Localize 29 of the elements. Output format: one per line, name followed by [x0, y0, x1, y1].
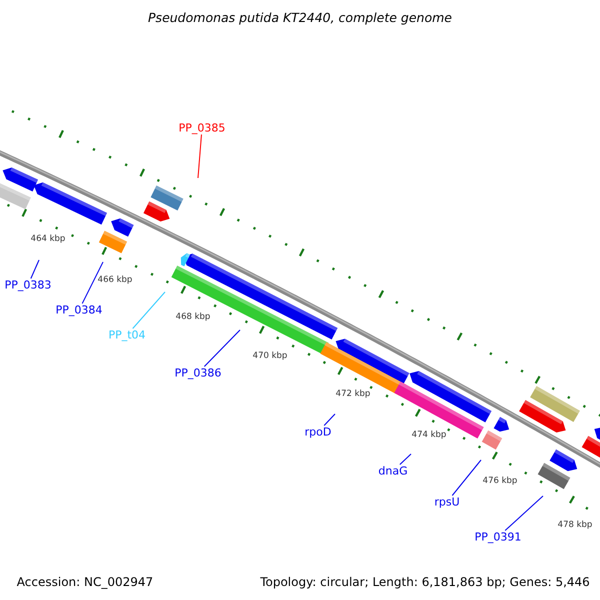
position-label: 464 kbp [30, 234, 66, 244]
genome-info: Topology: circular; Length: 6,181,863 bp; Genes: 5,446 [260, 576, 590, 588]
leader-line [132, 292, 166, 329]
position-label: 472 kbp [336, 390, 370, 398]
leader-line [452, 460, 482, 496]
leader-line [399, 454, 412, 465]
position-label: 468 kbp [176, 312, 210, 322]
gene-label: rpsU [434, 496, 460, 508]
title: Pseudomonas putida KT2440, complete genome [148, 12, 452, 24]
leader-line [30, 260, 40, 279]
gene-label: PP_t04 [108, 330, 146, 340]
gene-label: rpoD [304, 426, 332, 438]
position-label: 466 kbp [98, 276, 132, 284]
gene-label: PP_0385 [178, 122, 226, 134]
gene-label: PP_0383 [4, 280, 52, 290]
position-label: 476 kbp [482, 476, 518, 486]
position-label: 474 kbp [412, 430, 446, 440]
gene-label: PP_0391 [474, 532, 522, 542]
gene-label: PP_0386 [174, 368, 222, 378]
position-label: 470 kbp [252, 352, 288, 360]
accession-label: Accession: NC_002947 [16, 576, 154, 588]
position-label: 478 kbp [558, 520, 592, 530]
gene-label: PP_0384 [56, 304, 102, 316]
leader-line [198, 134, 202, 178]
leader-line [504, 496, 544, 531]
leader-line [82, 262, 104, 304]
leader-line [324, 414, 336, 426]
leader-line [204, 330, 240, 367]
gene-label: dnaG [378, 466, 408, 476]
